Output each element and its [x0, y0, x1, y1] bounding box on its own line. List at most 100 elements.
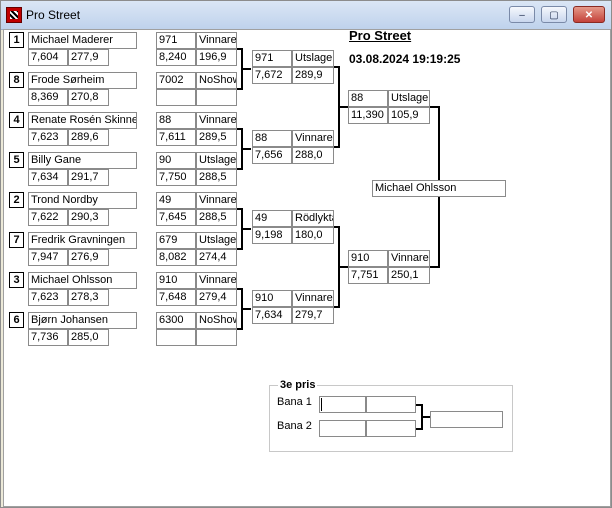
r2-number-field[interactable]: 88 — [156, 112, 196, 129]
r3-et-field[interactable]: 9,198 — [252, 227, 292, 244]
r3-status-field[interactable]: Utslagen — [292, 50, 334, 67]
r2-status-field[interactable]: Utslagen — [196, 232, 237, 249]
r2-speed-field[interactable]: 274,4 — [196, 249, 237, 266]
r2-status-field[interactable]: Utslagen — [196, 152, 237, 169]
third-place-legend: 3e pris — [278, 379, 318, 391]
racer-name-field[interactable]: Frode Sørheim — [28, 72, 137, 89]
third-place-result-field[interactable] — [430, 411, 503, 428]
r2-status-field[interactable]: Vinnare — [196, 112, 237, 129]
racer-speed-field[interactable]: 290,3 — [68, 209, 109, 226]
racer-et-field[interactable]: 7,947 — [28, 249, 68, 266]
r2-number-field[interactable]: 49 — [156, 192, 196, 209]
r2-speed-field[interactable]: 288,5 — [196, 209, 237, 226]
r2-number-field[interactable]: 971 — [156, 32, 196, 49]
r2-et-field[interactable] — [156, 329, 196, 346]
seed-number: 8 — [9, 72, 24, 88]
r2-status-field[interactable]: Vinnare — [196, 32, 237, 49]
lane-2-label: Bana 2 — [277, 420, 312, 432]
lane-2-racer-field[interactable] — [319, 420, 366, 437]
racer-name-field[interactable]: Fredrik Gravningen — [28, 232, 137, 249]
racer-et-field[interactable]: 7,622 — [28, 209, 68, 226]
racer-name-field[interactable]: Trond Nordby — [28, 192, 137, 209]
lane-2-result-field[interactable] — [366, 420, 416, 437]
r2-status-field[interactable]: Vinnare — [196, 192, 237, 209]
r4-et-field[interactable]: 7,751 — [348, 267, 388, 284]
r4-status-field[interactable]: Vinnare — [388, 250, 430, 267]
r2-number-field[interactable]: 6300 — [156, 312, 196, 329]
lane-1-racer-field[interactable] — [319, 396, 366, 413]
racer-speed-field[interactable]: 277,9 — [68, 49, 109, 66]
r2-speed-field[interactable] — [196, 329, 237, 346]
r3-speed-field[interactable]: 288,0 — [292, 147, 334, 164]
racer-et-field[interactable]: 7,604 — [28, 49, 68, 66]
racer-speed-field[interactable]: 270,8 — [68, 89, 109, 106]
connector-line — [237, 288, 242, 290]
r3-status-field[interactable]: Rödlykta — [292, 210, 334, 227]
close-button[interactable]: ✕ — [573, 6, 605, 23]
r4-number-field[interactable]: 88 — [348, 90, 388, 107]
r2-number-field[interactable]: 7002 — [156, 72, 196, 89]
r3-speed-field[interactable]: 279,7 — [292, 307, 334, 324]
maximize-button[interactable]: ▢ — [541, 6, 567, 23]
racer-speed-field[interactable]: 289,6 — [68, 129, 109, 146]
r2-status-field[interactable]: Vinnare — [196, 272, 237, 289]
r2-number-field[interactable]: 90 — [156, 152, 196, 169]
r4-speed-field[interactable]: 105,9 — [388, 107, 430, 124]
connector-line — [237, 48, 242, 50]
racer-name-field[interactable]: Billy Gane — [28, 152, 137, 169]
r2-speed-field[interactable]: 289,5 — [196, 129, 237, 146]
r2-et-field[interactable] — [156, 89, 196, 106]
racer-speed-field[interactable]: 285,0 — [68, 329, 109, 346]
r4-status-field[interactable]: Utslagen — [388, 90, 430, 107]
r4-number-field[interactable]: 910 — [348, 250, 388, 267]
racer-speed-field[interactable]: 278,3 — [68, 289, 109, 306]
connector-line — [237, 328, 242, 330]
r2-speed-field[interactable]: 288,5 — [196, 169, 237, 186]
r2-et-field[interactable]: 7,611 — [156, 129, 196, 146]
r3-status-field[interactable]: Vinnare — [292, 290, 334, 307]
connector-line — [241, 68, 251, 70]
r2-speed-field[interactable] — [196, 89, 237, 106]
r2-number-field[interactable]: 679 — [156, 232, 196, 249]
connector-line — [241, 148, 251, 150]
lane-1-result-field[interactable] — [366, 396, 416, 413]
r2-et-field[interactable]: 8,240 — [156, 49, 196, 66]
r3-et-field[interactable]: 7,656 — [252, 147, 292, 164]
title-bar[interactable]: Pro Street – ▢ ✕ — [1, 1, 611, 30]
racer-speed-field[interactable]: 276,9 — [68, 249, 109, 266]
r3-number-field[interactable]: 910 — [252, 290, 292, 307]
racer-et-field[interactable]: 7,623 — [28, 129, 68, 146]
racer-name-field[interactable]: Michael Ohlsson — [28, 272, 137, 289]
r3-number-field[interactable]: 88 — [252, 130, 292, 147]
minimize-button[interactable]: – — [509, 6, 535, 23]
winner-field[interactable]: Michael Ohlsson — [372, 180, 506, 197]
racer-name-field[interactable]: Michael Maderer — [28, 32, 137, 49]
r2-et-field[interactable]: 7,645 — [156, 209, 196, 226]
r2-et-field[interactable]: 7,648 — [156, 289, 196, 306]
r3-et-field[interactable]: 7,672 — [252, 67, 292, 84]
racer-et-field[interactable]: 7,736 — [28, 329, 68, 346]
r2-number-field[interactable]: 910 — [156, 272, 196, 289]
seed-number: 3 — [9, 272, 24, 288]
racer-et-field[interactable]: 7,623 — [28, 289, 68, 306]
r3-number-field[interactable]: 971 — [252, 50, 292, 67]
racer-name-field[interactable]: Bjørn Johansen — [28, 312, 137, 329]
r2-status-field[interactable]: NoShow — [196, 312, 237, 329]
racer-name-field[interactable]: Renate Rosén Skinne — [28, 112, 137, 129]
r3-et-field[interactable]: 7,634 — [252, 307, 292, 324]
racer-speed-field[interactable]: 291,7 — [68, 169, 109, 186]
r3-number-field[interactable]: 49 — [252, 210, 292, 227]
racer-et-field[interactable]: 7,634 — [28, 169, 68, 186]
r2-et-field[interactable]: 7,750 — [156, 169, 196, 186]
r3-status-field[interactable]: Vinnare — [292, 130, 334, 147]
r2-status-field[interactable]: NoShow — [196, 72, 237, 89]
r4-speed-field[interactable]: 250,1 — [388, 267, 430, 284]
racer-et-field[interactable]: 8,369 — [28, 89, 68, 106]
r4-et-field[interactable]: 11,390 — [348, 107, 388, 124]
r3-speed-field[interactable]: 289,9 — [292, 67, 334, 84]
r2-speed-field[interactable]: 196,9 — [196, 49, 237, 66]
r3-speed-field[interactable]: 180,0 — [292, 227, 334, 244]
event-title: Pro Street — [349, 28, 412, 43]
r2-et-field[interactable]: 8,082 — [156, 249, 196, 266]
r2-speed-field[interactable]: 279,4 — [196, 289, 237, 306]
